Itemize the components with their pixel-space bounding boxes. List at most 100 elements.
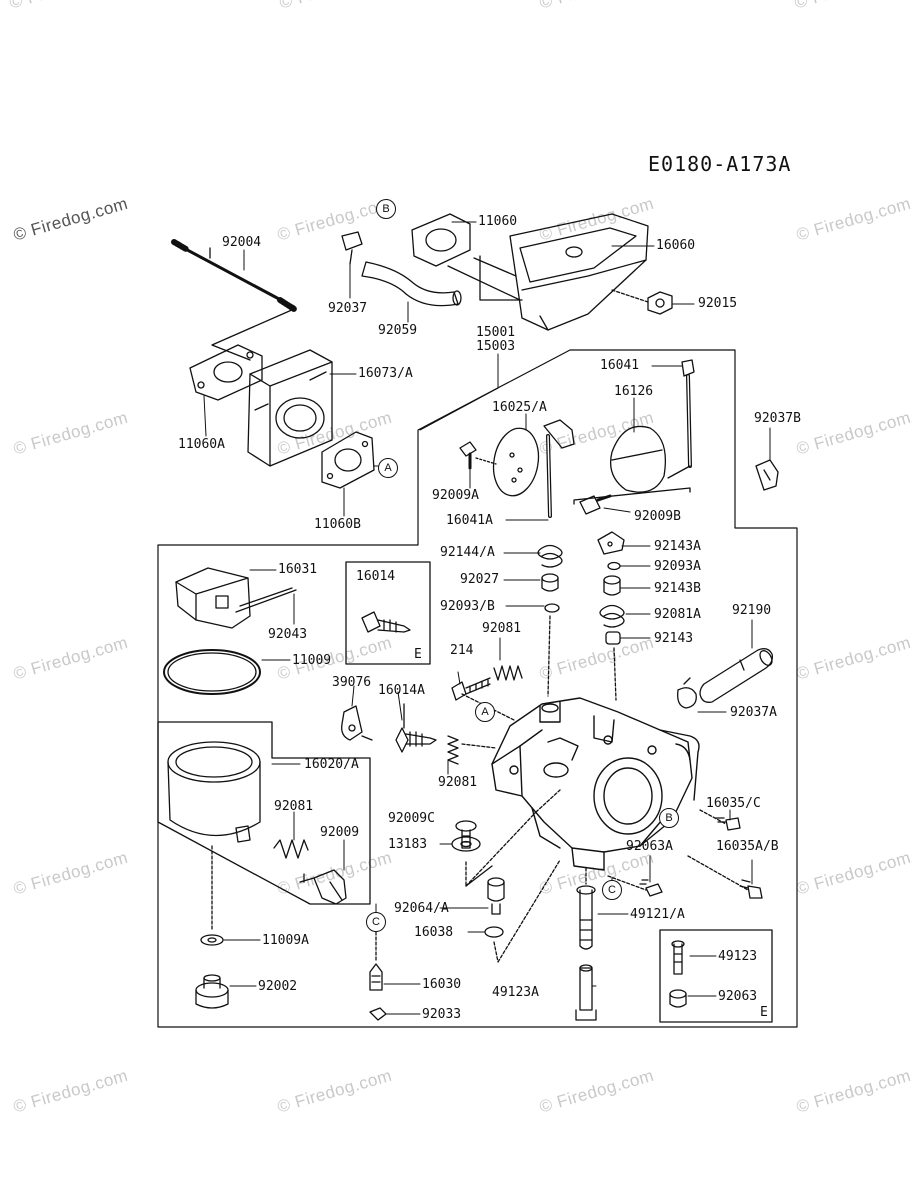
spring-92081: [493, 665, 523, 681]
bushing-92143: [605, 631, 621, 645]
part-label[interactable]: 92081: [438, 775, 478, 790]
part-label[interactable]: 11060B: [314, 517, 361, 532]
screw-16035C: [699, 809, 741, 831]
needle-16014A: [395, 703, 437, 753]
part-label[interactable]: 16031: [278, 562, 318, 577]
part-label[interactable]: 92144/A: [440, 545, 495, 560]
part-label[interactable]: 92037B: [754, 411, 801, 426]
leader-lines: [203, 221, 771, 1015]
bowl-group-outline: [157, 721, 371, 905]
part-label[interactable]: 15003: [476, 339, 516, 354]
part-label[interactable]: 92027: [460, 572, 500, 587]
hose-92059: [341, 231, 462, 307]
part-label[interactable]: 11060: [478, 214, 518, 229]
part-label[interactable]: 11060A: [178, 437, 225, 452]
part-label[interactable]: 92143B: [654, 581, 701, 596]
part-label[interactable]: 15001: [476, 325, 516, 340]
jet-92063A: [639, 879, 663, 897]
part-label[interactable]: 16035A/B: [716, 839, 779, 854]
part-label[interactable]: 16035/C: [706, 796, 761, 811]
part-39076: [341, 705, 373, 741]
jet-92063: [669, 989, 687, 1008]
callout-b: B: [659, 808, 679, 828]
part-label[interactable]: 92093/B: [440, 599, 495, 614]
part-label[interactable]: 92143A: [654, 539, 701, 554]
throttle-16025A: [492, 419, 575, 518]
part-label[interactable]: 92009A: [432, 488, 479, 503]
part-label[interactable]: 92037: [328, 301, 368, 316]
nut-92015: [611, 289, 673, 315]
tube-92190: [699, 648, 774, 703]
part-label[interactable]: 92093A: [654, 559, 701, 574]
washer-92093A: [607, 561, 621, 571]
jet-92064A: [487, 877, 505, 915]
part-label[interactable]: 16041A: [446, 513, 493, 528]
spring-92081A: [599, 604, 625, 628]
part-label[interactable]: 92190: [732, 603, 772, 618]
clip-92037B: [755, 459, 779, 491]
screw-214: [451, 677, 491, 701]
spacer-16073A: [247, 349, 333, 467]
spring-92144A: [537, 544, 563, 568]
part-label[interactable]: 92004: [222, 235, 262, 250]
part-label[interactable]: 11009: [292, 653, 332, 668]
oring-11009: [163, 649, 261, 695]
part-label[interactable]: 16126: [614, 384, 654, 399]
clip-92033: [369, 1007, 387, 1021]
part-label[interactable]: 16038: [414, 925, 454, 940]
callout-a: A: [475, 702, 495, 722]
part-label[interactable]: 16030: [422, 977, 462, 992]
part-label[interactable]: 92015: [698, 296, 738, 311]
part-label[interactable]: 92081: [274, 799, 314, 814]
callout-a: A: [378, 458, 398, 478]
part-label[interactable]: 92043: [268, 627, 308, 642]
oring-16038: [484, 926, 504, 938]
part-label[interactable]: 214: [450, 643, 474, 658]
part-label[interactable]: 49123A: [492, 985, 539, 1000]
cover-16060: [447, 213, 649, 331]
part-label[interactable]: 13183: [388, 837, 428, 852]
part-label[interactable]: 92033: [422, 1007, 462, 1022]
part-label[interactable]: 39076: [332, 675, 372, 690]
part-label[interactable]: 92081: [482, 621, 522, 636]
part-label[interactable]: 16014: [356, 569, 396, 584]
part-label[interactable]: 92063A: [626, 839, 673, 854]
part-label[interactable]: 49123: [718, 949, 758, 964]
screw-92009: [299, 869, 347, 905]
assembly-outline: [157, 349, 798, 1028]
part-label[interactable]: 92081A: [654, 607, 701, 622]
leader: [547, 615, 551, 697]
callout-c: C: [366, 912, 386, 932]
part-label[interactable]: 92063: [718, 989, 758, 1004]
plate-16126: [609, 425, 691, 493]
part-label[interactable]: 92059: [378, 323, 418, 338]
screw-92009A: [459, 441, 497, 470]
part-label[interactable]: 92143: [654, 631, 694, 646]
spring-92081: [273, 839, 309, 859]
part-label[interactable]: 92009: [320, 825, 360, 840]
part-label[interactable]: 92009B: [634, 509, 681, 524]
part-label[interactable]: 16025/A: [492, 400, 547, 415]
shaft-16041: [681, 359, 695, 468]
callout-c: C: [602, 880, 622, 900]
part-label[interactable]: 92002: [258, 979, 298, 994]
part-label[interactable]: 16014A: [378, 683, 425, 698]
inset-letter: E: [414, 647, 422, 662]
spring-92081: [447, 735, 459, 765]
gasket-11060A: [189, 344, 263, 401]
part-label[interactable]: 16041: [600, 358, 640, 373]
part-label[interactable]: 92037A: [730, 705, 777, 720]
part-label[interactable]: 16060: [656, 238, 696, 253]
part-label[interactable]: 16020/A: [304, 757, 359, 772]
bolt-92002: [195, 974, 229, 1009]
part-label[interactable]: 92064/A: [394, 901, 449, 916]
part-label[interactable]: 16073/A: [358, 366, 413, 381]
inset-box-49123: [659, 929, 773, 1023]
part-label[interactable]: 92009C: [388, 811, 435, 826]
part-label[interactable]: 11009A: [262, 933, 309, 948]
part-label[interactable]: 49121/A: [630, 907, 685, 922]
tube-49121A: [576, 885, 596, 950]
float-bowl-16020A: [167, 741, 261, 843]
